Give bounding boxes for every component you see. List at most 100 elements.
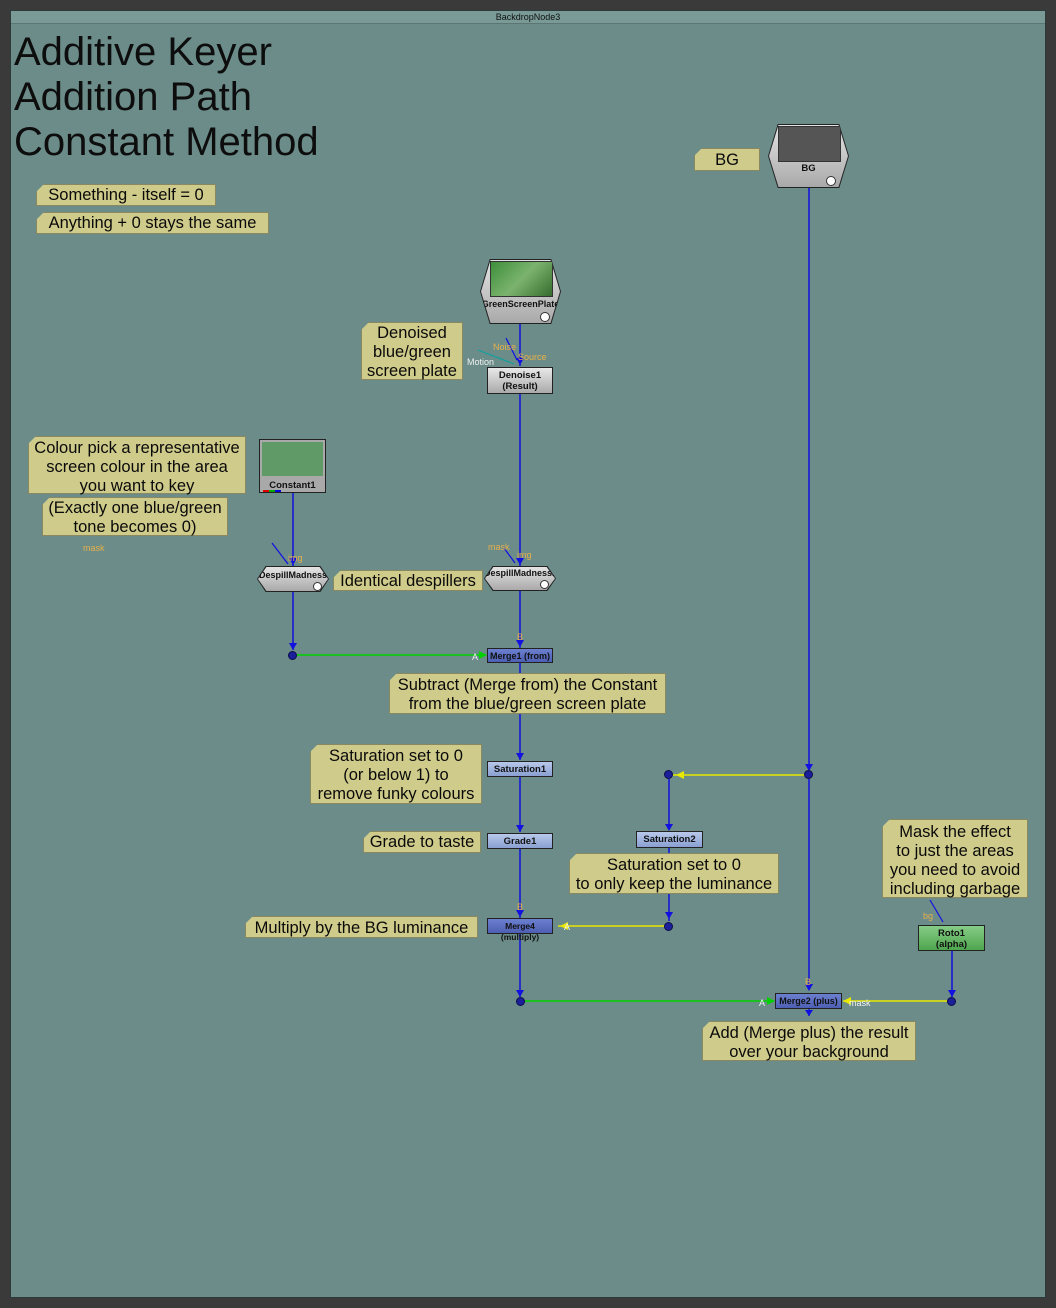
note-line: Add (Merge plus) the result: [709, 1024, 909, 1042]
note-subtract[interactable]: Subtract (Merge from) the Constant from …: [389, 673, 666, 714]
channel-g: [269, 490, 275, 492]
input-label-img: img: [517, 550, 532, 560]
plate-thumbnail: [490, 261, 553, 297]
note-line: including garbage: [889, 880, 1021, 898]
merge4-node[interactable]: Merge4 (multiply): [487, 918, 553, 942]
note-line: blue/green: [373, 343, 451, 361]
note-line: from the blue/green screen plate: [408, 695, 647, 713]
despill-madness-left-node[interactable]: DespillMadness: [257, 566, 329, 592]
roto1-node[interactable]: Roto1 (alpha): [918, 925, 985, 951]
note-line: Saturation set to 0: [329, 747, 463, 765]
dot-node[interactable]: [288, 651, 297, 660]
note-mask-effect[interactable]: Mask the effect to just the areas you ne…: [882, 819, 1028, 898]
input-label-b: B: [805, 977, 812, 987]
note-line: Subtract (Merge from) the Constant: [397, 676, 658, 694]
title-line-3: Constant Method: [14, 120, 319, 164]
input-label-motion: Motion: [467, 357, 495, 367]
backdrop-label: BackdropNode3: [495, 12, 561, 22]
constant-swatch: [262, 442, 323, 476]
merge2-node[interactable]: Merge2 (plus): [775, 993, 842, 1009]
input-label-a: A: [564, 922, 571, 932]
despill-madness-right-node[interactable]: DespillMadness1: [484, 566, 556, 591]
input-label-bg: bg: [923, 911, 934, 921]
merge1-label: Merge1 (from): [489, 651, 550, 661]
grade1-label: Grade1: [503, 836, 537, 847]
despill-right-label: DespillMadness1: [484, 568, 558, 578]
saturation2-label: Saturation2: [643, 834, 696, 845]
constant-node[interactable]: Constant1: [259, 439, 326, 493]
group-icon: [313, 582, 322, 591]
input-label-b: B: [517, 902, 524, 912]
dot-node[interactable]: [947, 997, 956, 1006]
input-label-a: A: [472, 652, 479, 662]
input-label-mask: mask: [488, 542, 510, 552]
note-line: (Exactly one blue/green: [48, 499, 222, 517]
note-add[interactable]: Add (Merge plus) the result over your ba…: [702, 1021, 916, 1061]
note-line: to just the areas: [896, 842, 1014, 860]
note-line: remove funky colours: [317, 785, 475, 803]
dot-node[interactable]: [804, 770, 813, 779]
dot-node[interactable]: [664, 922, 673, 931]
denoise-sublabel: (Result): [502, 381, 538, 392]
bg-node-label: BG: [801, 163, 816, 174]
note-itself[interactable]: Something - itself = 0: [36, 184, 216, 206]
despill-left-label: DespillMadness: [258, 570, 328, 580]
backdrop-title: Additive Keyer Addition Path Constant Me…: [14, 30, 319, 165]
channel-r: [263, 490, 269, 492]
input-label-img: img: [288, 553, 303, 563]
note-multiply[interactable]: Multiply by the BG luminance: [245, 916, 478, 938]
note-line: you need to avoid: [889, 861, 1021, 879]
dot-node[interactable]: [664, 770, 673, 779]
input-label-mask: mask: [849, 998, 871, 1008]
green-screen-plate-node[interactable]: GreenScreenPlate: [480, 259, 561, 324]
note-identical[interactable]: Identical despillers: [333, 570, 483, 591]
constant-label: Constant1: [269, 480, 316, 491]
merge1-node[interactable]: Merge1 (from): [487, 648, 553, 663]
note-text: BG: [715, 151, 739, 169]
note-line: (or below 1) to: [343, 766, 449, 784]
plate-node-label: GreenScreenPlate: [481, 299, 560, 309]
note-text: Multiply by the BG luminance: [254, 919, 469, 937]
saturation1-node[interactable]: Saturation1: [487, 761, 553, 777]
saturation1-label: Saturation1: [493, 764, 547, 775]
note-line: Colour pick a representative: [34, 439, 240, 457]
dot-node[interactable]: [516, 997, 525, 1006]
saturation2-node[interactable]: Saturation2: [636, 831, 703, 848]
note-line: Saturation set to 0: [607, 856, 741, 874]
title-line-2: Addition Path: [14, 75, 252, 119]
note-exactly-one[interactable]: (Exactly one blue/green tone becomes 0): [42, 497, 228, 536]
despill-body: [485, 567, 555, 590]
channel-b: [275, 490, 281, 492]
note-line: over your background: [729, 1043, 889, 1061]
note-line: to only keep the luminance: [575, 875, 773, 893]
viewer-icon: [826, 176, 836, 186]
note-plus-zero[interactable]: Anything + 0 stays the same: [36, 212, 269, 234]
viewer-icon: [540, 312, 550, 322]
title-line-1: Additive Keyer: [14, 30, 272, 74]
bg-read-node[interactable]: BG: [768, 124, 849, 188]
roto1-sublabel: (alpha): [935, 939, 968, 950]
note-line: screen plate: [367, 362, 457, 380]
note-line: Denoised: [377, 324, 447, 342]
note-denoise[interactable]: Denoised blue/green screen plate: [361, 322, 463, 380]
merge2-label: Merge2 (plus): [779, 996, 838, 1006]
note-sat-lum[interactable]: Saturation set to 0 to only keep the lum…: [569, 853, 779, 894]
note-text: Identical despillers: [340, 572, 476, 590]
note-colour-pick[interactable]: Colour pick a representative screen colo…: [28, 436, 246, 495]
note-line: you want to key: [79, 477, 195, 495]
note-grade[interactable]: Grade to taste: [363, 831, 481, 853]
note-bg[interactable]: BG: [694, 148, 760, 171]
input-label-b: B: [517, 632, 524, 642]
backdrop-title-bar[interactable]: BackdropNode3: [11, 11, 1045, 24]
input-label-mask: mask: [83, 543, 105, 553]
bg-thumbnail: [778, 126, 841, 162]
denoise-node[interactable]: Denoise1 (Result): [487, 367, 553, 394]
note-line: Mask the effect: [899, 823, 1011, 841]
note-saturation[interactable]: Saturation set to 0 (or below 1) to remo…: [310, 744, 482, 804]
input-label-a: A: [759, 998, 766, 1008]
note-text: Anything + 0 stays the same: [48, 214, 257, 232]
roto1-label: Roto1: [938, 928, 965, 939]
grade1-node[interactable]: Grade1: [487, 833, 553, 849]
note-text: Grade to taste: [369, 833, 475, 851]
